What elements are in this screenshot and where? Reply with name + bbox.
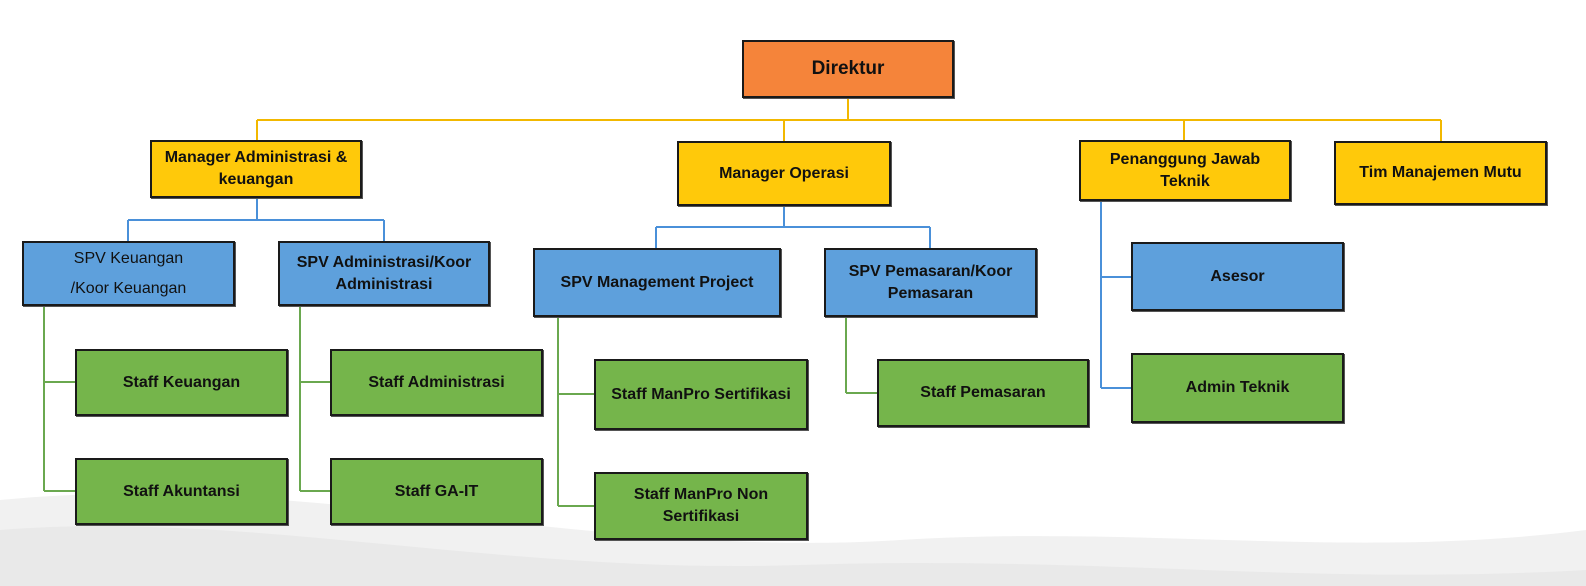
node-spv-pemasaran-label: SPV Pemasaran/Koor Pemasaran (848, 262, 1013, 302)
node-spv-administrasi: SPV Administrasi/Koor Administrasi (278, 241, 490, 306)
node-penanggung-jawab-teknik: Penanggung Jawab Teknik (1079, 140, 1291, 201)
node-spv-keuangan-label-1: SPV Keuangan (73, 249, 184, 267)
node-spv-management-project: SPV Management Project (533, 248, 781, 317)
node-staff-keuangan-label: Staff Keuangan (122, 373, 241, 391)
node-admin-teknik-label: Admin Teknik (1185, 379, 1290, 396)
node-staff-administrasi: Staff Administrasi (330, 349, 543, 416)
node-staff-manpro-non-sertifikasi: Staff ManPro Non Sertifikasi (594, 472, 808, 540)
node-tim-manajemen-mutu: Tim Manajemen Mutu (1334, 141, 1547, 205)
node-staff-manpro-non-sertifikasi-label: Staff ManPro Non Sertifikasi (633, 486, 769, 525)
node-manager-operasi-label: Manager Operasi (719, 164, 849, 182)
node-admin-teknik: Admin Teknik (1131, 353, 1344, 423)
node-staff-ga-it-label: Staff GA-IT (394, 482, 479, 500)
node-spv-keuangan-label-2: /Koor Keuangan (70, 279, 187, 297)
node-staff-administrasi-label: Staff Administrasi (368, 373, 505, 391)
node-penanggung-jawab-teknik-label: Penanggung Jawab Teknik (1109, 150, 1261, 190)
node-tim-manajemen-mutu-label: Tim Manajemen Mutu (1359, 164, 1522, 181)
node-asesor: Asesor (1131, 242, 1344, 311)
node-direktur-label: Direktur (811, 58, 885, 79)
node-staff-manpro-sertifikasi: Staff ManPro Sertifikasi (594, 359, 808, 430)
node-spv-administrasi-label: SPV Administrasi/Koor Administrasi (296, 253, 472, 293)
node-manager-administrasi-keuangan: Manager Administrasi & keuangan (150, 140, 362, 198)
node-spv-pemasaran: SPV Pemasaran/Koor Pemasaran (824, 248, 1037, 317)
node-staff-manpro-sertifikasi-label: Staff ManPro Sertifikasi (611, 385, 791, 403)
node-manager-administrasi-keuangan-label: Manager Administrasi & keuangan (164, 149, 348, 188)
node-staff-keuangan: Staff Keuangan (75, 349, 288, 416)
node-staff-pemasaran: Staff Pemasaran (877, 359, 1089, 427)
node-direktur: Direktur (742, 40, 954, 98)
node-spv-management-project-label: SPV Management Project (560, 273, 754, 291)
node-manager-operasi: Manager Operasi (677, 141, 891, 206)
node-asesor-label: Asesor (1210, 267, 1265, 285)
node-staff-akuntansi: Staff Akuntansi (75, 458, 288, 525)
node-spv-keuangan: SPV Keuangan /Koor Keuangan (22, 241, 235, 306)
node-staff-akuntansi-label: Staff Akuntansi (123, 482, 240, 500)
node-staff-ga-it: Staff GA-IT (330, 458, 543, 525)
node-staff-pemasaran-label: Staff Pemasaran (920, 384, 1046, 401)
